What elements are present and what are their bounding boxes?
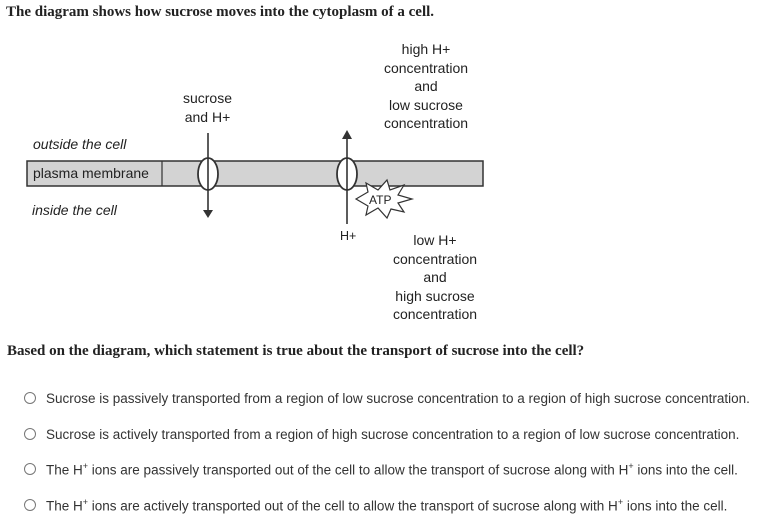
note-line: and [414,78,438,94]
superscript: + [82,460,89,471]
superscript: + [628,460,634,471]
option-text: Sucrose is actively transported from a r… [46,426,740,442]
extracellular-concentration-note: high H+ concentration and low sucrose co… [366,40,486,133]
question-intro: The diagram shows how sucrose moves into… [6,4,435,20]
note-line: concentration [383,59,469,76]
cytoplasm-concentration-note: low H+ concentration and high sucrose co… [375,231,495,324]
note-line: high sucrose [395,287,475,304]
answer-option-1[interactable]: Sucrose is passively transported from a … [24,386,750,410]
sucrose-arrow-head [203,210,213,218]
superscript: + [617,496,624,507]
note-line: low sucrose [389,96,463,113]
option-text: Sucrose is passively transported from a … [46,390,750,406]
radio-button[interactable] [24,463,36,475]
h-plus-label: H+ [340,229,357,243]
radio-button[interactable] [24,428,36,440]
note-line: concentration [392,250,478,267]
plasma-membrane-label: plasma membrane [33,165,149,181]
option-text-part: ions are passively transported out of th… [88,462,629,478]
note-line: and [423,269,447,285]
option-text-part: The H [46,498,83,514]
note-line: concentration [392,306,478,322]
option-text-part: ions into the cell. [623,498,728,514]
plasma-membrane-band [26,160,484,187]
inside-cell-label: inside the cell [32,202,117,218]
note-line: low H+ [413,232,457,248]
option-text-part: The H [46,462,83,478]
answer-option-2[interactable]: Sucrose is actively transported from a r… [24,422,739,446]
option-text-part: ions into the cell. [633,462,738,478]
h-plus-label-line: and H+ [184,108,231,125]
option-text: The H+ ions are actively transported out… [46,497,727,514]
outside-cell-label: outside the cell [33,136,127,152]
note-line: high H+ [401,41,451,57]
radio-button[interactable] [24,499,36,511]
option-text-part: ions are actively transported out of the… [88,498,618,514]
answer-option-3[interactable]: The H+ ions are passively transported ou… [24,457,738,481]
proton-arrow-head [342,130,352,139]
sucrose-h-label: sucrose and H+ [170,89,245,126]
superscript: + [82,496,89,507]
atp-starburst-icon [354,178,415,220]
note-line: concentration [383,115,469,131]
sucrose-label-line: sucrose [182,90,233,106]
atp-label: ATP [369,193,392,207]
question-text: Based on the diagram, which statement is… [7,343,585,359]
answer-option-4[interactable]: The H+ ions are actively transported out… [24,493,727,517]
radio-button[interactable] [24,392,36,404]
option-text: The H+ ions are passively transported ou… [46,461,738,478]
